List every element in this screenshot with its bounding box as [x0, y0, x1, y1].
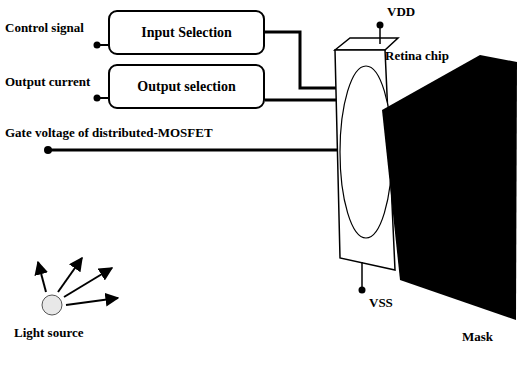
gate-wire [48, 149, 338, 152]
pin-name: VSS [369, 296, 393, 311]
light-source-symbol [42, 295, 62, 315]
part-name: Retina chip [385, 49, 449, 64]
light-ray [64, 268, 112, 297]
terminal-dot [377, 22, 384, 29]
terminal-dot [44, 146, 52, 154]
signal-name: Gate voltage of distributed-MOSFET [5, 126, 213, 141]
box-label: Input Selection [141, 25, 232, 41]
chip-front-face [335, 50, 395, 270]
light-ray [66, 298, 118, 305]
terminal-dot [359, 287, 366, 294]
terminal-dot [94, 42, 101, 49]
box-label: Output selection [137, 79, 235, 95]
pin-name: VDD [387, 5, 415, 20]
mask-plate [382, 55, 517, 320]
light-ray [38, 262, 46, 292]
selection-box: Output selection [108, 64, 265, 109]
vss-pin [361, 262, 363, 290]
part-name: Light source [14, 326, 83, 341]
input-bus [265, 32, 338, 88]
signal-name: Output current [5, 75, 90, 90]
signal-name: Control signal [5, 21, 84, 36]
output-bus [265, 99, 338, 102]
terminal-dot [94, 95, 101, 102]
part-name: Mask [462, 330, 493, 345]
light-ray [58, 258, 82, 292]
retina-area [340, 66, 392, 238]
selection-box: Input Selection [108, 10, 265, 55]
